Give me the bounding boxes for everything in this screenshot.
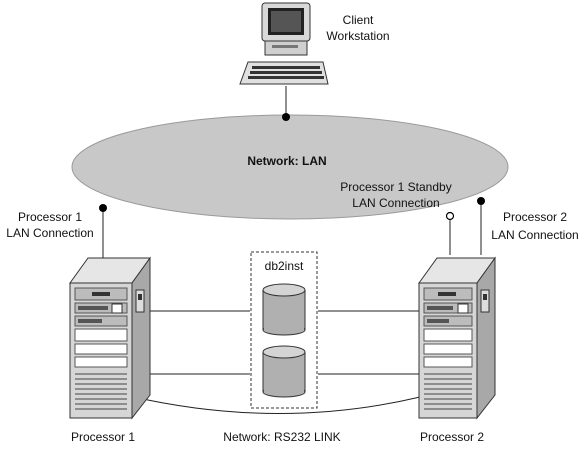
- processor1-conn-line1: Processor 1: [18, 210, 82, 224]
- disk-1: [262, 283, 306, 336]
- db2inst-storage-group: [250, 251, 318, 409]
- processor1-server-icon: [69, 256, 151, 420]
- processor1-lan-dot: [99, 204, 107, 212]
- lan-label: Network: LAN: [247, 154, 326, 168]
- processor2-name: Processor 2: [420, 430, 484, 444]
- lan-network-ellipse: [71, 114, 509, 220]
- processor2-lan-dot: [477, 197, 485, 205]
- standby-line2: LAN Connection: [352, 196, 439, 210]
- standby-line1: Processor 1 Standby: [340, 180, 451, 194]
- client-label-line1: Client: [343, 13, 374, 27]
- processor2-conn-line1: Processor 2: [503, 210, 567, 224]
- client-label-line2: Workstation: [326, 29, 389, 43]
- storage-label: db2inst: [265, 259, 304, 273]
- keyboard-keys: [248, 66, 324, 79]
- processor2-conn-line2: LAN Connection: [491, 228, 578, 242]
- disk-2: [262, 345, 306, 398]
- client-workstation-icon: [239, 2, 329, 85]
- lan-connection-lines: [102, 86, 482, 265]
- processor1-name: Processor 1: [71, 430, 135, 444]
- client-lan-dot: [282, 113, 290, 121]
- storage-links: [134, 310, 420, 375]
- processor1-conn-line2: LAN Connection: [6, 226, 93, 240]
- rs232-label: Network: RS232 LINK: [223, 430, 340, 444]
- rs232-link-line: [133, 396, 421, 414]
- standby-lan-dot: [445, 211, 455, 221]
- processor2-server-icon: [418, 256, 496, 420]
